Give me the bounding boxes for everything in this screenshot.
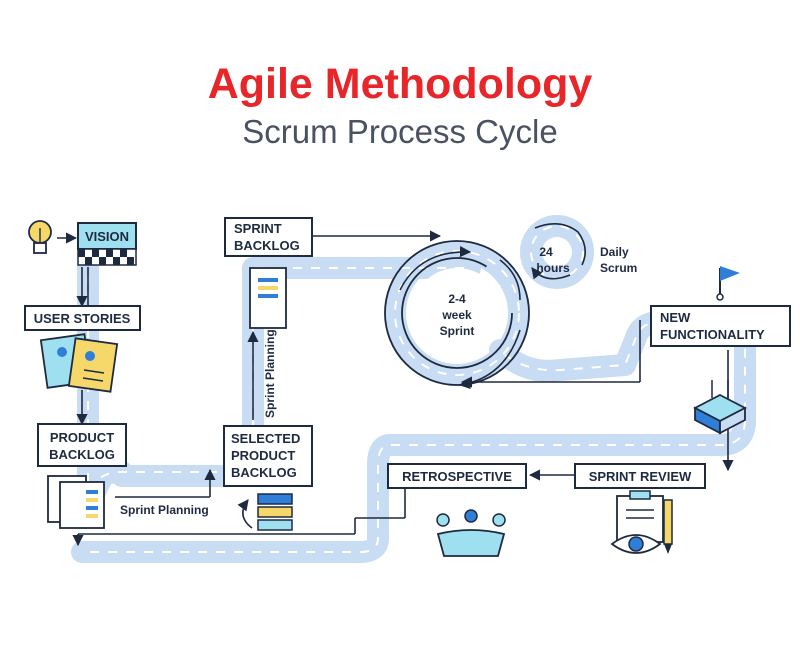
sprint-cycle-line-2: week: [441, 308, 472, 322]
page-subtitle: Scrum Process Cycle: [242, 113, 558, 150]
daily-scrum-line-1: Daily: [600, 245, 629, 259]
checkered-flag-icon: [77, 248, 137, 266]
daily-cycle-line-2: hours: [536, 261, 570, 275]
open-box-icon: [693, 380, 747, 435]
sprint-backlog-line-2: BACKLOG: [234, 238, 300, 253]
node-sprint-review: SPRINT REVIEW: [574, 463, 706, 489]
retrospective-label: RETROSPECTIVE: [402, 469, 512, 484]
selected-backlog-line-2: PRODUCT: [231, 448, 295, 463]
connectors: [57, 230, 734, 547]
page-title: Agile Methodology: [207, 60, 593, 108]
review-clipboard-eye-icon: [610, 490, 664, 554]
node-product-backlog: PRODUCT BACKLOG: [37, 423, 127, 467]
new-functionality-line-2: FUNCTIONALITY: [660, 327, 765, 342]
blue-flag-icon: [716, 266, 740, 301]
sprint-backlog-line-1: SPRINT: [234, 221, 282, 236]
stacked-backlog-icon: [257, 493, 293, 531]
node-user-stories: USER STORIES: [24, 305, 141, 331]
node-new-functionality: NEW FUNCTIONALITY: [650, 305, 791, 347]
lightbulb-icon: [28, 220, 52, 254]
sprint-cycle-line-3: Sprint: [440, 324, 475, 338]
user-story-cards-icon: [39, 333, 119, 393]
sprint-planning-label: Sprint Planning: [120, 503, 209, 517]
node-vision: VISION: [77, 222, 137, 250]
cycle-arrow-icon: [237, 499, 253, 529]
sprint-review-label: SPRINT REVIEW: [589, 469, 692, 484]
node-retrospective: RETROSPECTIVE: [387, 463, 527, 489]
node-selected-product-backlog: SELECTED PRODUCT BACKLOG: [223, 425, 313, 487]
selected-backlog-line-3: BACKLOG: [231, 465, 297, 480]
selected-backlog-line-1: SELECTED: [231, 431, 300, 446]
node-sprint-backlog: SPRINT BACKLOG: [224, 217, 313, 257]
sprint-cycle-line-1: 2-4: [448, 292, 466, 306]
sprint-planning-vertical-label: Sprint Planning: [263, 329, 277, 418]
daily-cycle-line-1: 24: [539, 245, 553, 259]
pencil-icon: [663, 499, 673, 554]
backlog-documents-icon: [47, 475, 105, 529]
product-backlog-line-1: PRODUCT: [50, 430, 114, 445]
sprint-backlog-document-icon: [249, 267, 287, 329]
team-meeting-icon: [436, 509, 506, 557]
daily-scrum-line-2: Scrum: [600, 261, 637, 275]
new-functionality-line-1: NEW: [660, 310, 691, 325]
product-backlog-line-2: BACKLOG: [49, 447, 115, 462]
daily-cycle: 24 hours: [531, 223, 586, 280]
vision-label: VISION: [85, 229, 129, 244]
user-stories-label: USER STORIES: [34, 311, 131, 326]
